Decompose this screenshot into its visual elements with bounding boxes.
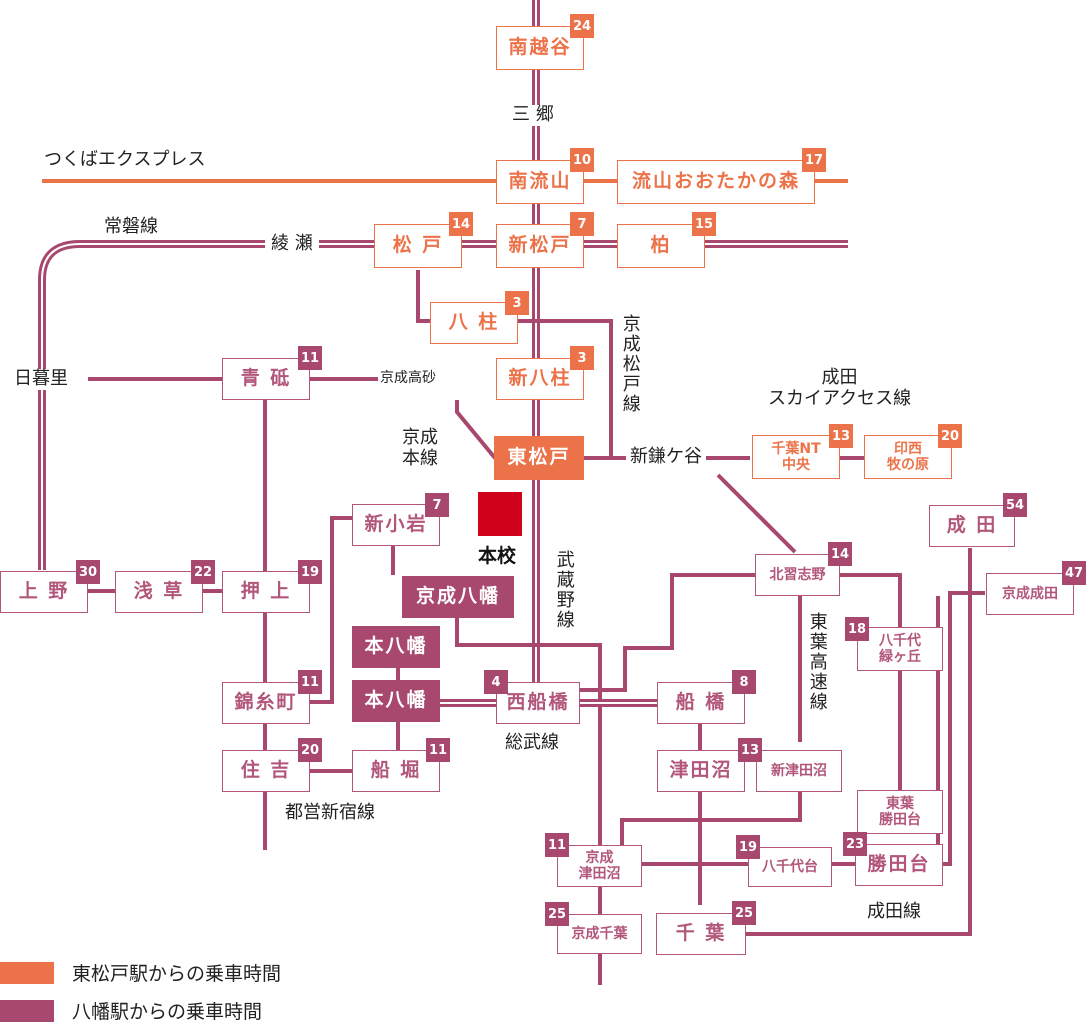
station-minamikoshigaya: 南越谷 (496, 26, 584, 70)
label-sobu-line: 総武線 (505, 732, 559, 754)
station-kitanarashino: 北習志野 (755, 554, 840, 596)
narita-line (746, 548, 972, 936)
time-badge: 22 (191, 560, 215, 584)
label-toei-shinjuku-line: 都営新宿線 (285, 802, 375, 824)
legend-text-yawata: 八幡駅からの乗車時間 (72, 1001, 263, 1023)
station-keisei-tsudanuma: 京成 津田沼 (557, 845, 642, 887)
time-badge: 30 (76, 560, 100, 584)
label-keisei-main-line: 京成 本線 (402, 427, 438, 469)
time-badge: 24 (570, 14, 594, 38)
label-shin-kamagaya: 新鎌ケ谷 (626, 446, 706, 468)
legend-swatch-yawata (0, 1000, 54, 1022)
station-higashi-matsudo: 東松戸 (494, 436, 584, 480)
station-shin-tsudanuma: 新津田沼 (756, 750, 842, 792)
legend-text-higashimatsudo: 東松戸駅からの乗車時間 (72, 963, 282, 985)
time-badge: 8 (732, 670, 756, 694)
station-keisei-yawata: 京成八幡 (402, 576, 514, 618)
time-badge: 23 (843, 832, 867, 856)
time-badge: 11 (545, 833, 569, 857)
label-joban-line: 常磐線 (104, 216, 158, 238)
station-kashiwa: 柏 (617, 224, 705, 268)
time-badge: 14 (449, 212, 473, 236)
label-toyo-rapid-line: 東葉高速線 (806, 612, 828, 712)
label-narita-sky-access: 成田 スカイアクセス線 (768, 367, 912, 410)
station-chiba-nt-chuo: 千葉NT 中央 (752, 435, 840, 479)
time-badge: 25 (732, 901, 756, 925)
station-aoto: 青 砥 (222, 358, 310, 400)
station-narita: 成 田 (929, 505, 1015, 547)
label-musashino-line: 武蔵野線 (553, 550, 575, 630)
station-katsutadai: 勝田台 (855, 844, 943, 886)
label-ayase: 綾 瀬 (265, 233, 319, 255)
station-sumiyoshi: 住 吉 (222, 750, 310, 792)
station-yabashira: 八 柱 (430, 302, 518, 344)
station-yachiyo-midorigaoka: 八千代 緑ヶ丘 (857, 627, 943, 671)
time-badge: 18 (845, 617, 869, 641)
time-badge: 11 (298, 670, 322, 694)
time-badge: 13 (738, 738, 762, 762)
time-badge: 7 (570, 212, 594, 236)
station-motoyawata-2: 本八幡 (352, 680, 440, 722)
station-chiba: 千 葉 (656, 913, 746, 955)
time-badge: 11 (426, 738, 450, 762)
station-yachiyodai: 八千代台 (748, 847, 832, 887)
station-minamintagareyama: 南流山 (496, 160, 584, 204)
station-funabashi: 船 橋 (657, 682, 745, 724)
time-badge: 7 (425, 493, 449, 517)
time-badge: 20 (938, 424, 962, 448)
label-tsukuba-express: つくばエクスプレス (44, 149, 206, 170)
station-tsudanuma: 津田沼 (657, 750, 745, 792)
time-badge: 13 (829, 424, 853, 448)
school-label: 本校 (478, 541, 517, 568)
label-narita-line: 成田線 (867, 901, 921, 922)
station-keisei-narita: 京成成田 (986, 573, 1074, 615)
station-keisei-chiba: 京成千葉 (557, 914, 642, 954)
label-nippori: 日暮里 (14, 368, 68, 390)
time-badge: 54 (1003, 493, 1027, 517)
station-matsudo: 松 戸 (374, 224, 462, 268)
joban-line (38, 240, 848, 570)
time-badge: 15 (692, 212, 716, 236)
station-nagareyama-otakanomori: 流山おおたかの森 (617, 160, 815, 204)
time-badge: 10 (570, 148, 594, 172)
label-misato: 三 郷 (512, 104, 554, 126)
legend-swatch-higashimatsudo (0, 962, 54, 984)
label-keisei-matsudo-line: 京成松戸線 (619, 314, 641, 414)
time-badge: 4 (484, 670, 508, 694)
station-shin-matsudo: 新松戸 (496, 224, 584, 268)
time-badge: 25 (545, 902, 569, 926)
station-inzai-makinohara: 印西 牧の原 (864, 435, 952, 479)
station-nishi-funabashi: 西船橋 (496, 682, 580, 724)
station-toyo-katsutadai: 東葉 勝田台 (857, 790, 943, 834)
time-badge: 19 (298, 560, 322, 584)
time-badge: 3 (570, 346, 594, 370)
station-funabori: 船 堀 (352, 750, 440, 792)
school-marker (478, 492, 522, 536)
station-oshiage: 押 上 (222, 571, 310, 613)
time-badge: 14 (828, 542, 852, 566)
time-badge: 47 (1062, 561, 1086, 585)
time-badge: 19 (736, 835, 760, 859)
time-badge: 20 (298, 738, 322, 762)
station-kinshicho: 錦糸町 (222, 682, 310, 724)
station-shin-yahashira: 新八柱 (496, 358, 584, 400)
station-ueno: 上 野 (0, 571, 88, 613)
station-asakusa: 浅 草 (115, 571, 203, 613)
time-badge: 11 (298, 346, 322, 370)
time-badge: 3 (505, 291, 529, 315)
time-badge: 17 (802, 148, 826, 172)
label-keisei-takasago: 京成高砂 (380, 370, 436, 387)
station-motoyawata-1: 本八幡 (352, 626, 440, 668)
